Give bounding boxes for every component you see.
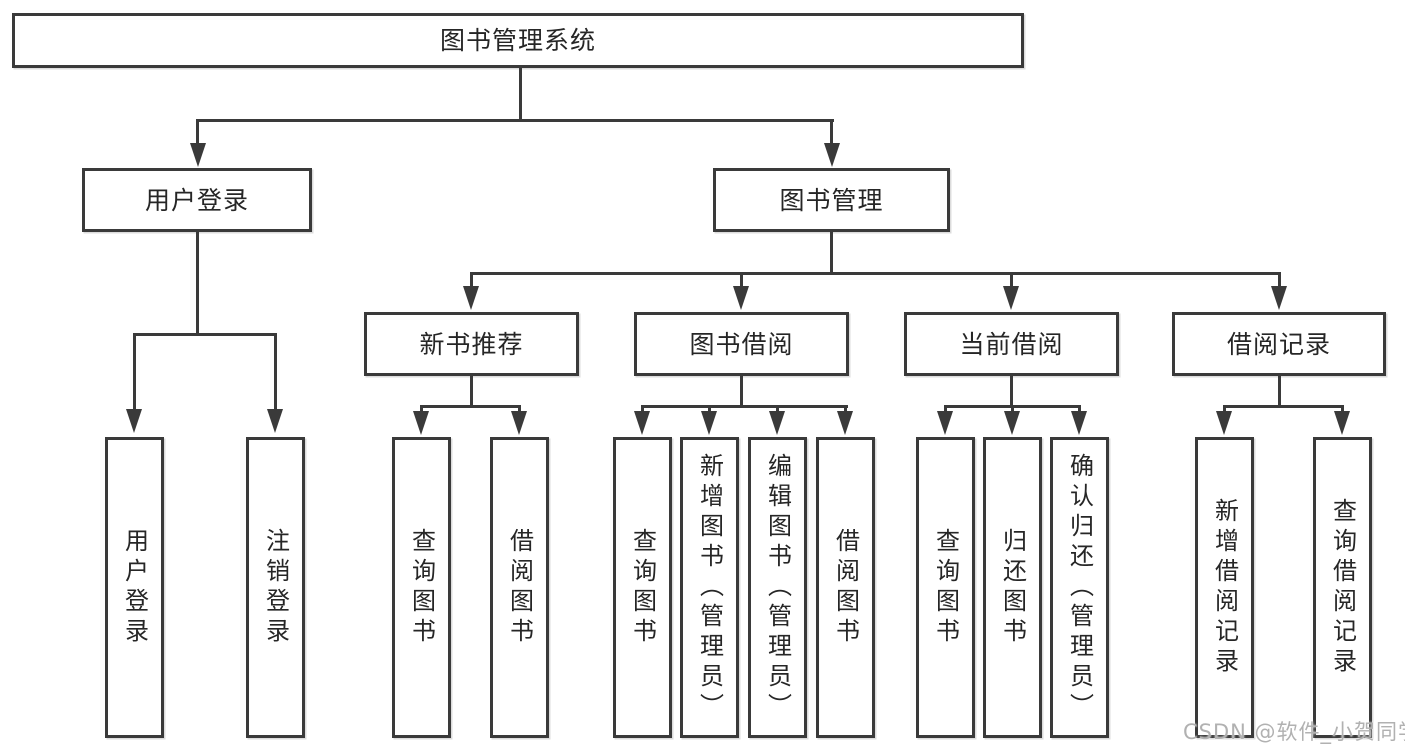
connector-line (274, 333, 277, 411)
arrow-down-icon (1216, 411, 1232, 435)
connector-line (844, 405, 847, 413)
node-label: 借阅图书 (831, 527, 860, 648)
connector-line (830, 232, 833, 275)
connector-line (1010, 376, 1013, 408)
arrow-down-icon (1004, 411, 1020, 435)
connector-line (1078, 405, 1081, 413)
connector-line (776, 405, 779, 413)
node-leaf-borrow-books-1: 借阅图书 (490, 437, 549, 738)
node-label: 查询借阅记录 (1328, 497, 1357, 678)
node-label: 注销登录 (261, 527, 290, 648)
node-leaf-edit-books-admin: 编辑图书（管理员） (748, 437, 807, 738)
node-label: 借阅图书 (505, 527, 534, 648)
node-leaf-query-books-2: 查询图书 (613, 437, 672, 738)
node-label: 查询图书 (931, 527, 960, 648)
node-leaf-logout: 注销登录 (246, 437, 305, 738)
arrow-down-icon (824, 143, 840, 167)
connector-line (1278, 376, 1281, 408)
connector-line (470, 376, 473, 408)
node-label: 当前借阅 (959, 329, 1064, 359)
arrow-down-icon (733, 286, 749, 310)
node-label: 确认归还（管理员） (1065, 452, 1094, 723)
node-leaf-user-login: 用户登录 (105, 437, 164, 738)
arrow-down-icon (413, 411, 429, 435)
arrow-down-icon (190, 143, 206, 167)
node-borrowing-records: 借阅记录 (1172, 312, 1386, 376)
node-label: 查询图书 (407, 527, 436, 648)
connector-line (133, 333, 136, 411)
connector-line (519, 66, 522, 122)
node-book-borrowing: 图书借阅 (634, 312, 849, 376)
arrow-down-icon (1003, 286, 1019, 310)
connector-line (1223, 405, 1344, 408)
node-current-borrowing: 当前借阅 (904, 312, 1119, 376)
node-leaf-query-books-3: 查询图书 (916, 437, 975, 738)
arrow-down-icon (511, 411, 527, 435)
connector-line (133, 333, 277, 336)
connector-line (708, 405, 711, 413)
connector-line (196, 119, 199, 147)
arrow-down-icon (634, 411, 650, 435)
node-user-login: 用户登录 (82, 168, 312, 232)
node-label: 借阅记录 (1226, 329, 1331, 359)
node-leaf-query-books-1: 查询图书 (392, 437, 451, 738)
node-library-management-system: 图书管理系统 (12, 13, 1024, 68)
node-leaf-add-borrow-record: 新增借阅记录 (1195, 437, 1254, 738)
node-leaf-return-books: 归还图书 (983, 437, 1042, 738)
arrow-down-icon (463, 286, 479, 310)
connector-line (196, 232, 199, 336)
arrow-down-icon (837, 411, 853, 435)
node-label: 编辑图书（管理员） (763, 452, 792, 723)
connector-line (740, 272, 743, 290)
connector-line (830, 119, 833, 147)
node-label: 图书管理 (779, 185, 884, 215)
node-leaf-add-books-admin: 新增图书（管理员） (680, 437, 739, 738)
node-label: 归还图书 (998, 527, 1027, 648)
connector-line (518, 405, 521, 413)
connector-line (1223, 405, 1226, 413)
arrow-down-icon (769, 411, 785, 435)
node-label: 用户登录 (144, 185, 249, 215)
connector-line (196, 119, 834, 122)
connector-line (470, 272, 473, 290)
connector-line (944, 405, 947, 413)
node-label: 图书管理系统 (439, 26, 596, 55)
connector-line (1011, 405, 1014, 413)
node-new-book-recommend: 新书推荐 (364, 312, 579, 376)
arrow-down-icon (126, 409, 142, 433)
node-label: 查询图书 (628, 527, 657, 648)
connector-line (1341, 405, 1344, 413)
node-leaf-query-borrow-record: 查询借阅记录 (1313, 437, 1372, 738)
connector-line (1010, 272, 1013, 290)
arrow-down-icon (937, 411, 953, 435)
node-label: 图书借阅 (689, 329, 794, 359)
node-label: 新增借阅记录 (1210, 497, 1239, 678)
arrow-down-icon (267, 409, 283, 433)
arrow-down-icon (1071, 411, 1087, 435)
connector-line (1278, 272, 1281, 290)
connector-line (641, 405, 848, 408)
arrow-down-icon (701, 411, 717, 435)
node-book-management: 图书管理 (713, 168, 950, 232)
arrow-down-icon (1271, 286, 1287, 310)
node-label: 新书推荐 (419, 329, 524, 359)
connector-line (740, 376, 743, 408)
connector-line (470, 272, 1281, 275)
node-leaf-confirm-return-admin: 确认归还（管理员） (1050, 437, 1109, 738)
connector-line (420, 405, 521, 408)
csdn-watermark: CSDN @软件_小贺同学 (1183, 720, 1405, 744)
arrow-down-icon (1334, 411, 1350, 435)
node-leaf-borrow-books-2: 借阅图书 (816, 437, 875, 738)
node-label: 新增图书（管理员） (695, 452, 724, 723)
node-label: 用户登录 (120, 527, 149, 648)
connector-line (420, 405, 423, 413)
connector-line (641, 405, 644, 413)
